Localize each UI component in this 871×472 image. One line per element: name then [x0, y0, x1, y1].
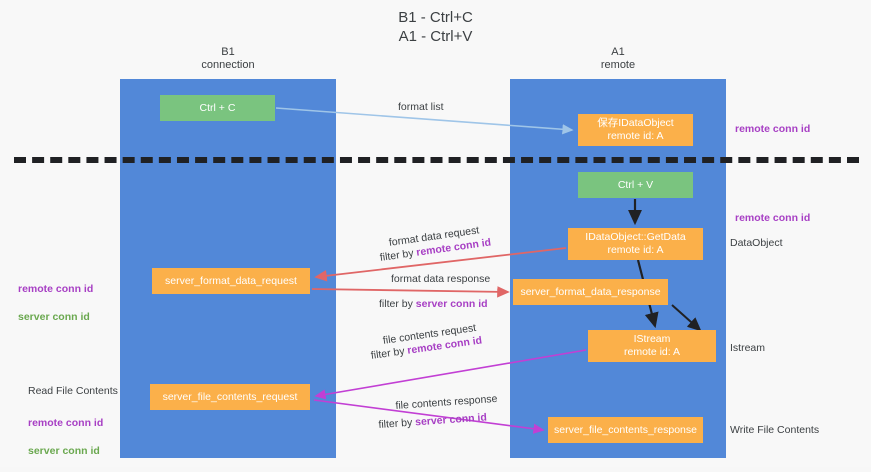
dashed-divider: [14, 157, 859, 163]
annotation-read-file-contents: Read File Contents: [28, 385, 118, 397]
arrow-format-data-response: [311, 286, 510, 298]
annotation-server-conn-id: server conn id: [28, 445, 100, 457]
filter-prefix: filter by: [378, 416, 416, 431]
filter-prefix: filter by: [370, 344, 409, 362]
edge-label-file-contents-response-filter: filter by server conn id: [378, 410, 487, 432]
annotation-write-file-contents: Write File Contents: [730, 424, 820, 436]
annotation-dataobject: DataObject: [730, 237, 783, 249]
annotation-remote-conn-id-top: remote conn id: [735, 123, 811, 135]
filter-prefix: filter by: [379, 246, 418, 264]
box-server-file-contents-response[interactable]: server_file_contents_response: [548, 417, 703, 443]
annotation-remote-conn-id: remote conn id: [18, 283, 94, 295]
filter-key-server-conn-id: server conn id: [414, 411, 488, 429]
box-idataobject-getdata[interactable]: IDataObject::GetData remote id: A: [568, 228, 703, 260]
annotation-left-conn-ids-bottom: remote conn id server conn id: [28, 402, 103, 472]
annotation-remote-conn-id-mid: remote conn id: [735, 212, 811, 224]
annotation-left-conn-ids-mid: remote conn id server conn id: [18, 268, 93, 338]
box-ctrl-c[interactable]: Ctrl + C: [160, 95, 275, 121]
edge-label-format-list: format list: [398, 101, 444, 113]
annotation-server-conn-id: server conn id: [18, 311, 90, 323]
annotation-istream: Istream: [730, 342, 766, 354]
box-ctrl-v[interactable]: Ctrl + V: [578, 172, 693, 198]
edge-label-format-data-response: format data response: [391, 273, 491, 285]
filter-key-server-conn-id: server conn id: [415, 298, 488, 310]
page-title: B1 - Ctrl+C A1 - Ctrl+V: [398, 9, 473, 45]
lane-header-a1: A1 remote: [600, 46, 636, 71]
box-idataobject-remote[interactable]: 保存IDataObject remote id: A: [578, 114, 693, 146]
annotation-remote-conn-id: remote conn id: [28, 417, 104, 429]
lane-header-b1: B1 connection: [201, 46, 255, 71]
box-server-file-contents-request[interactable]: server_file_contents_request: [150, 384, 310, 410]
box-server-format-data-request[interactable]: server_format_data_request: [152, 268, 310, 294]
edge-label-format-data-response-filter: filter by server conn id: [379, 297, 488, 311]
box-server-format-data-response[interactable]: server_format_data_response: [513, 279, 668, 305]
box-istream-remote[interactable]: IStream remote id: A: [588, 330, 716, 362]
filter-prefix: filter by: [379, 298, 416, 310]
